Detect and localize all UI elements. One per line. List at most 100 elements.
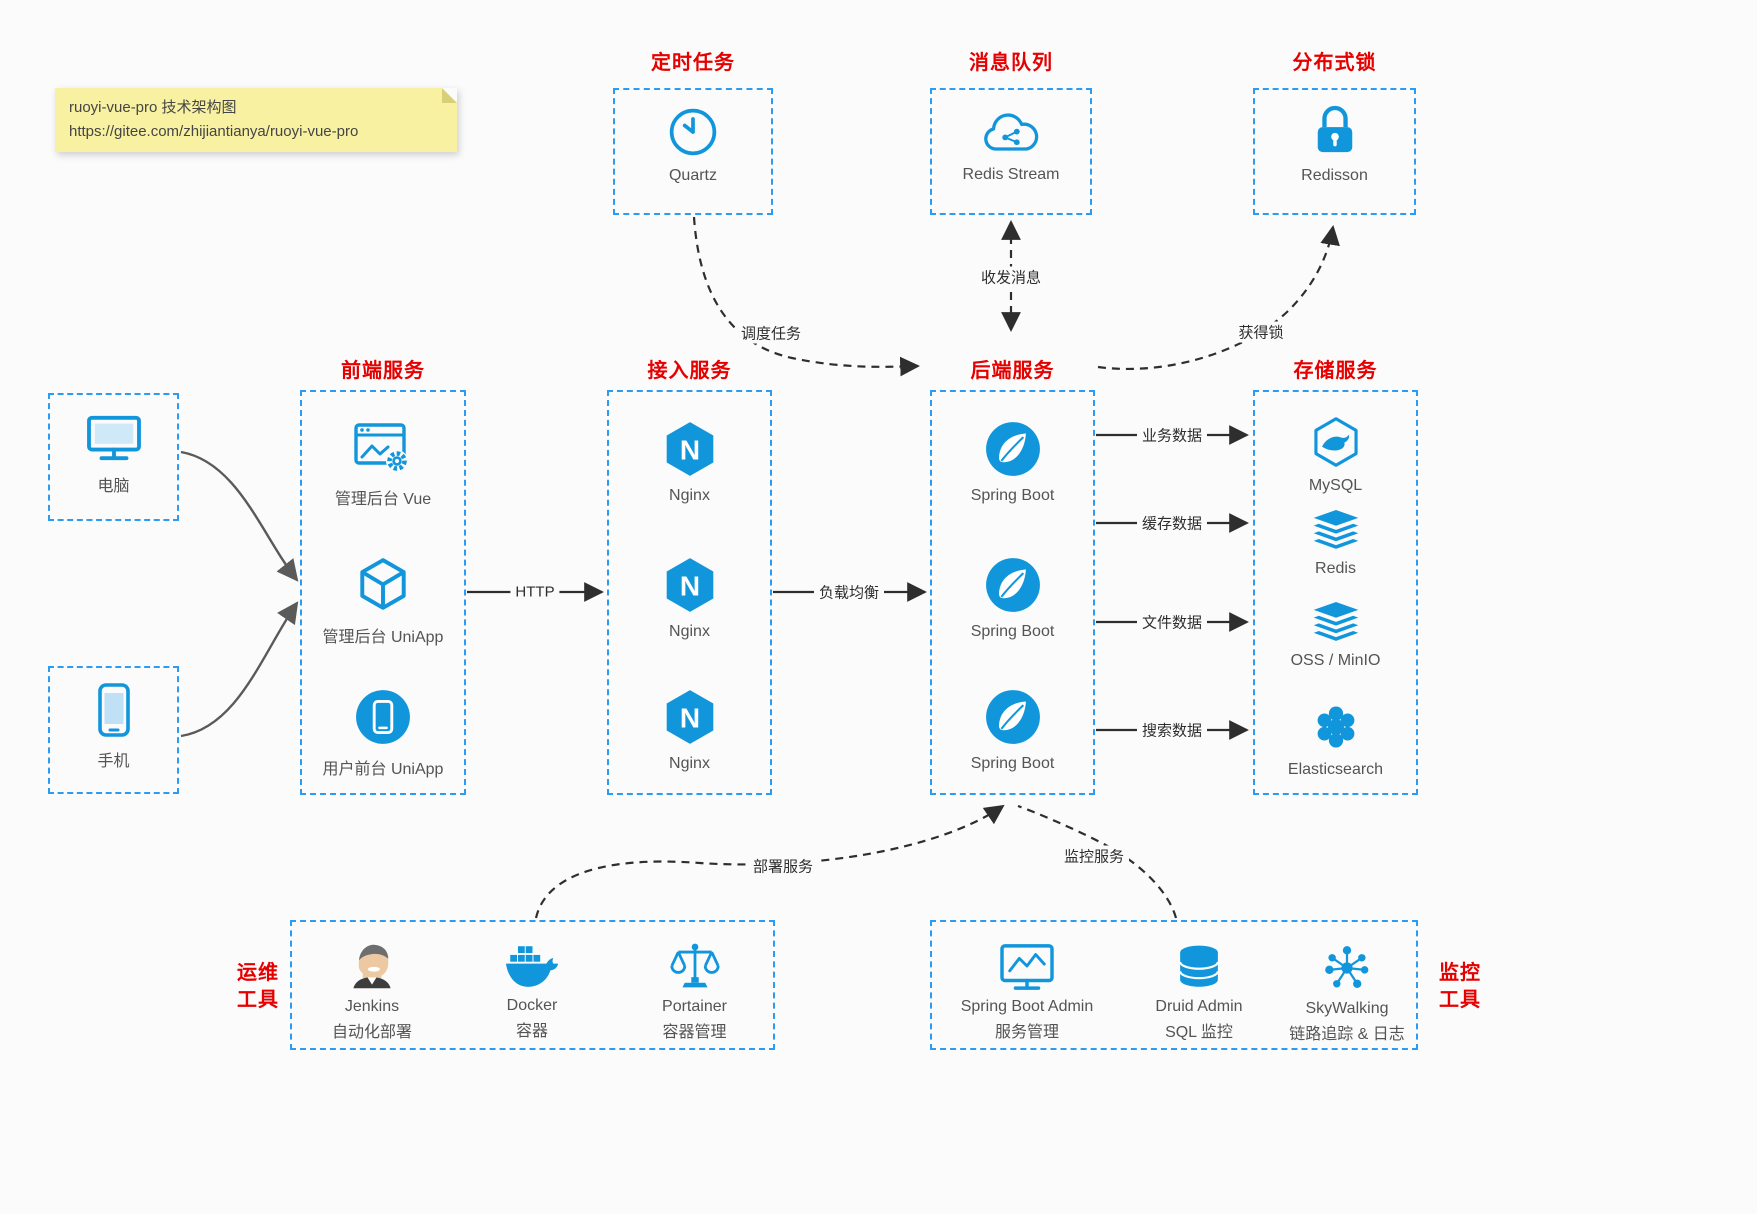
oss-item: OSS / MinIO [1255,600,1416,670]
jenkins-item: Jenkins 自动化部署 [292,940,452,1044]
spring-boot-icon [984,420,1042,478]
uniapp-cube-icon [354,556,412,614]
phone-item: 手机 [50,682,177,771]
skywalking-label: SkyWalking [1305,1000,1389,1017]
elasticsearch-item: Elasticsearch [1255,702,1416,779]
ops-tools-line2: 工具 [237,989,279,1011]
elasticsearch-label: Elasticsearch [1287,761,1384,778]
group-title-scheduled-task: 定时任务 [651,52,735,74]
nginx-item: Nginx [609,420,770,505]
mysql-icon [1310,416,1362,468]
group-title-storage: 存储服务 [1293,360,1378,382]
frontend-box: 管理后台 Vue 管理后台 UniApp 用户前台 UniApp [300,390,466,795]
docker-icon [503,944,561,991]
client-phone-box: 手机 [48,666,179,794]
access-box: Nginx Nginx Nginx [607,390,772,795]
nginx-icon [661,420,719,478]
storage-box: MySQL Redis OSS / MinIO Elasticsearch [1253,390,1418,795]
docker-label: Docker [506,997,558,1014]
druid-item: Druid Admin SQL 监控 [1124,942,1274,1044]
skywalking-sublabel: 链路追踪 & 日志 [1289,1026,1405,1043]
skywalking-item: SkyWalking 链路追踪 & 日志 [1274,942,1420,1046]
mysql-item: MySQL [1255,416,1416,495]
group-title-frontend: 前端服务 [341,360,425,382]
mysql-label: MySQL [1308,477,1363,494]
edge-label-load-balance: 负载均衡 [813,581,885,603]
docker-sublabel: 容器 [515,1023,548,1040]
spring-boot-item: Spring Boot [932,556,1093,641]
group-title-access: 接入服务 [647,360,732,382]
ops-tools-box: Jenkins 自动化部署 Docker 容器 Portainer 容器管理 [290,920,775,1050]
edge-schedule [692,216,920,377]
edge-label-business-data: 业务数据 [1136,424,1208,446]
portainer-icon [669,940,721,992]
druid-sublabel: SQL 监控 [1165,1024,1233,1041]
user-app-icon [354,688,412,746]
group-title-backend: 后端服务 [970,360,1055,382]
spring-boot-item: Spring Boot [932,688,1093,773]
backend-box: Spring Boot Spring Boot Spring Boot [930,390,1095,795]
nginx-label: Nginx [669,623,710,640]
admin-uniapp-item: 管理后台 UniApp [302,556,464,647]
phone-icon [94,682,134,738]
monitoring-tools-line2: 工具 [1439,989,1481,1011]
jenkins-icon [346,940,398,992]
nginx-label: Nginx [669,487,710,504]
edge-phone-frontend [180,601,299,738]
redisson-label: Redisson [1301,167,1368,184]
admin-vue-icon [353,420,413,476]
user-uniapp-label: 用户前台 UniApp [322,761,444,778]
edge-lock [1097,225,1340,371]
edge-label-cache-data: 缓存数据 [1136,512,1208,534]
ops-tools-line1: 运维 [237,962,279,984]
edge-label-schedule: 调度任务 [735,322,807,344]
monitoring-tools-box: Spring Boot Admin 服务管理 Druid Admin SQL 监… [930,920,1418,1050]
oss-label: OSS / MinIO [1290,652,1381,669]
note-url: https://gitee.com/zhijiantianya/ruoyi-vu… [69,123,359,140]
nginx-label: Nginx [669,755,710,772]
spring-boot-icon [984,688,1042,746]
redis-stream-item: Redis Stream [932,112,1090,184]
monitoring-tools-side-label: 监控 工具 [1434,960,1486,1014]
oss-stack-icon [1310,600,1362,643]
note-title: ruoyi-vue-pro 技术架构图 [69,99,237,116]
quartz-label: Quartz [668,167,717,184]
quartz-item: Quartz [615,106,771,185]
sticky-note: ruoyi-vue-pro 技术架构图 https://gitee.com/zh… [55,88,457,152]
portainer-item: Portainer 容器管理 [612,940,777,1044]
clock-icon [667,106,719,158]
edge-computer-frontend [180,450,299,582]
nginx-icon [661,556,719,614]
docker-item: Docker 容器 [452,944,612,1043]
edge-label-lock: 获得锁 [1233,321,1289,343]
spring-boot-admin-sublabel: 服务管理 [994,1024,1059,1041]
jenkins-label: Jenkins [344,998,400,1015]
monitor-icon [85,413,143,463]
spring-boot-label: Spring Boot [970,755,1055,772]
computer-label: 电脑 [97,478,130,495]
edge-label-file-data: 文件数据 [1136,611,1208,633]
edge-label-search-data: 搜索数据 [1136,719,1208,741]
lock-icon [1312,104,1358,158]
cloud-stream-icon [981,112,1041,157]
redis-stream-label: Redis Stream [962,166,1060,183]
redisson-item: Redisson [1255,104,1414,185]
nginx-item: Nginx [609,688,770,773]
nginx-icon [661,688,719,746]
spring-boot-icon [984,556,1042,614]
edge-label-message: 收发消息 [975,266,1047,288]
edge-label-deploy: 部署服务 [747,855,819,877]
phone-label: 手机 [97,753,130,770]
skywalking-icon [1321,942,1373,994]
jenkins-sublabel: 自动化部署 [331,1024,412,1041]
portainer-sublabel: 容器管理 [662,1024,727,1041]
admin-uniapp-label: 管理后台 UniApp [322,629,444,646]
portainer-label: Portainer [662,998,727,1015]
nginx-item: Nginx [609,556,770,641]
druid-label: Druid Admin [1155,998,1243,1015]
scheduled-task-box: Quartz [613,88,773,215]
redis-label: Redis [1315,560,1356,577]
group-title-message-queue: 消息队列 [969,52,1053,74]
